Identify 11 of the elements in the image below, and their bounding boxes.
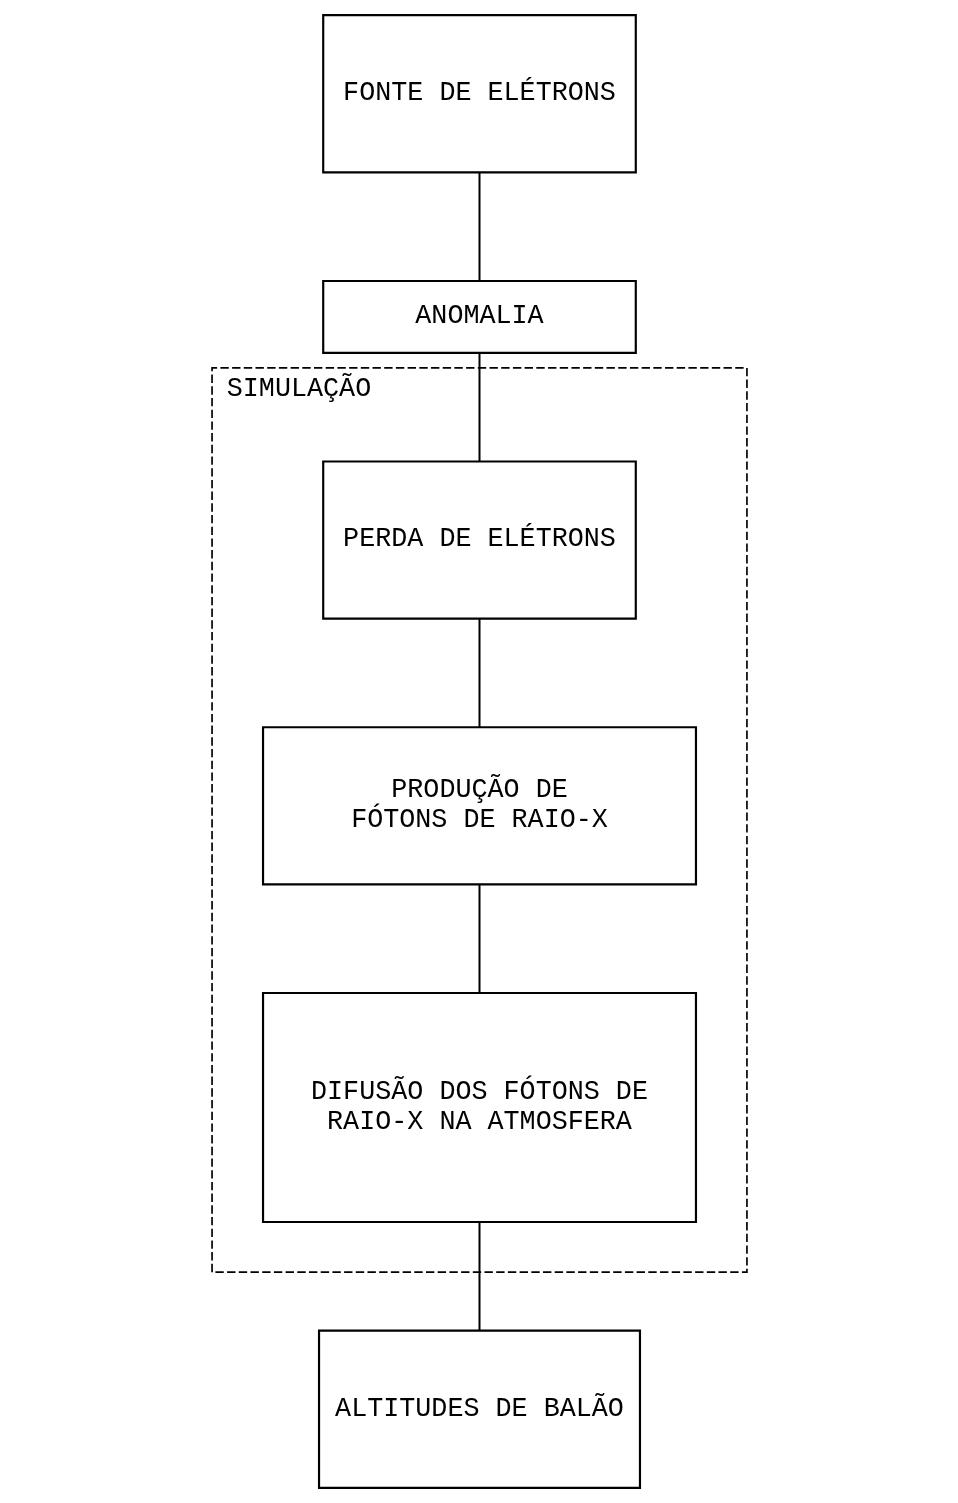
connector xyxy=(478,1222,480,1331)
node-box: PRODUÇÃO DE FÓTONS DE RAIO-X xyxy=(261,726,697,886)
node-box: FONTE DE ELÉTRONS xyxy=(321,14,637,174)
node-box: PERDA DE ELÉTRONS xyxy=(321,460,637,620)
connector xyxy=(478,619,480,727)
connector xyxy=(478,885,480,993)
node-box: ANOMALIA xyxy=(321,279,637,354)
node-box: ALTITUDES DE BALÃO xyxy=(317,1329,641,1489)
node-box: DIFUSÃO DOS FÓTONS DE RAIO-X NA ATMOSFERA xyxy=(261,991,697,1224)
connector xyxy=(478,352,480,462)
connector xyxy=(478,172,480,281)
